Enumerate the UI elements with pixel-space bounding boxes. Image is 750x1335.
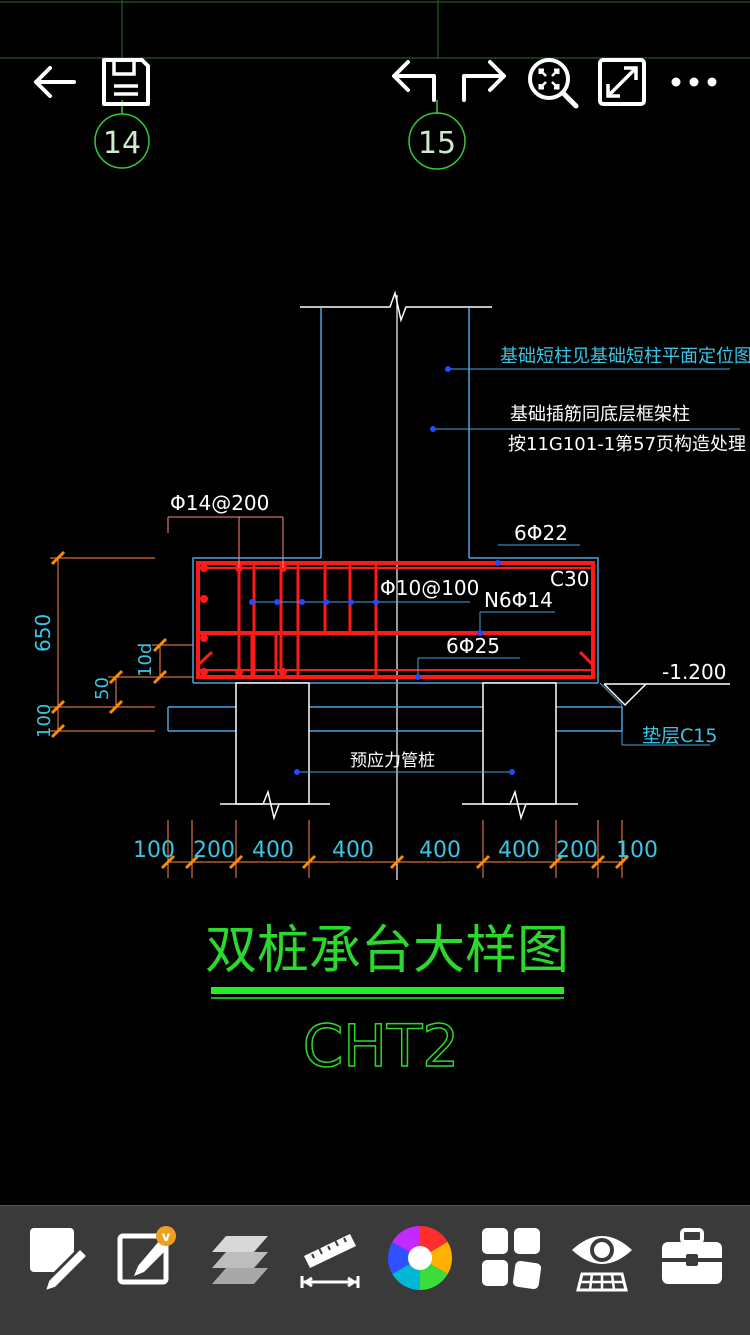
column-break-line (300, 290, 492, 323)
axis-bubble-15: 15 (408, 100, 466, 170)
cad-canvas[interactable]: 14 15 (0, 0, 750, 1205)
bottom-dimension-line (167, 820, 623, 878)
annotate-tool-button[interactable]: v (106, 1218, 186, 1298)
fullscreen-icon (598, 58, 646, 106)
more-button[interactable] (664, 52, 724, 112)
back-icon (34, 66, 76, 98)
axis-bubble-14: 14 (94, 100, 150, 169)
dim-50: 50 (92, 677, 113, 700)
toolbox-tool-button[interactable] (652, 1218, 732, 1298)
axis-label-15: 15 (418, 126, 456, 161)
drawing-title: 双桩承台大样图 (205, 921, 569, 981)
dim-bottom-1: 200 (193, 838, 235, 863)
dim-bottom-0: 100 (133, 838, 175, 863)
left-dimension-ticks (50, 550, 168, 739)
svg-text:v: v (162, 1230, 171, 1245)
view-eye-icon (572, 1236, 632, 1292)
layers-icon (212, 1236, 268, 1284)
layers-tool-button[interactable] (200, 1218, 280, 1298)
dim-100-left: 100 (34, 704, 55, 738)
bottom-toolbar: v (0, 1205, 750, 1335)
bottom-dimension-texts: 100 200 400 400 400 400 200 100 (133, 838, 658, 863)
dim-bottom-5: 400 (498, 838, 540, 863)
pile-left (235, 682, 310, 805)
view-tool-button[interactable] (562, 1218, 642, 1298)
dim-10d: 10d (135, 643, 156, 677)
leader-lines (252, 368, 740, 773)
dim-650: 650 (31, 614, 55, 652)
edit-pen-icon (30, 1228, 91, 1294)
dim-bottom-6: 200 (556, 838, 598, 863)
save-button[interactable] (96, 52, 156, 112)
leader-dots (249, 366, 515, 775)
bottom-dimension-ticks (160, 854, 630, 870)
undo-button[interactable] (384, 52, 444, 112)
concrete-grade-label: C30 (550, 567, 589, 591)
undo-icon (392, 60, 436, 102)
dim-bottom-3: 400 (332, 838, 374, 863)
rebar-cage (196, 561, 595, 679)
color-tool-button[interactable] (380, 1218, 460, 1298)
elevation-marker (603, 683, 730, 707)
blocks-icon (482, 1228, 542, 1290)
pile-right (482, 682, 557, 805)
title-underline (211, 987, 564, 994)
redo-icon (462, 60, 506, 102)
note-dowel-line1: 基础插筋同底层框架柱 (510, 404, 690, 425)
color-wheel-icon (388, 1226, 452, 1290)
measure-tool-button[interactable] (290, 1218, 370, 1298)
column-outline (320, 308, 470, 558)
fullscreen-button[interactable] (592, 52, 652, 112)
annotate-vip-icon: v (117, 1226, 176, 1285)
edit-tool-button[interactable] (18, 1218, 98, 1298)
rebar-stirrup-label: Φ10@100 (380, 576, 479, 600)
back-button[interactable] (26, 52, 86, 112)
measure-ruler-icon (300, 1234, 360, 1288)
cushion-label: 垫层C15 (642, 725, 717, 747)
rebar-side-label: N6Φ14 (484, 588, 553, 612)
zoom-extents-icon (528, 58, 579, 109)
more-icon (671, 77, 717, 87)
rebar-dots (200, 564, 287, 676)
pile-label: 预应力管桩 (350, 751, 435, 771)
save-icon (102, 58, 150, 106)
dim-bottom-7: 100 (616, 838, 658, 863)
rebar-top-main-label: 6Φ22 (514, 521, 568, 545)
dim-bottom-4: 400 (419, 838, 461, 863)
toolbox-icon (662, 1228, 722, 1284)
pile-break-lines (220, 789, 578, 821)
drawing-code: CHT2 (303, 1012, 459, 1080)
leader-top-side (167, 516, 284, 568)
axis-label-14: 14 (103, 126, 141, 161)
blocks-tool-button[interactable] (470, 1218, 550, 1298)
note-column-plan: 基础短柱见基础短柱平面定位图 (500, 346, 750, 367)
elevation-label: -1.200 (662, 660, 726, 684)
left-dimension-lines (50, 557, 193, 732)
redo-button[interactable] (454, 52, 514, 112)
rebar-top-side-label: Φ14@200 (170, 491, 269, 515)
rebar-bottom-main-label: 6Φ25 (446, 634, 500, 658)
note-dowel-line2: 按11G101-1第57页构造处理 (508, 434, 746, 455)
dim-bottom-2: 400 (252, 838, 294, 863)
zoom-extents-button[interactable] (522, 52, 582, 112)
